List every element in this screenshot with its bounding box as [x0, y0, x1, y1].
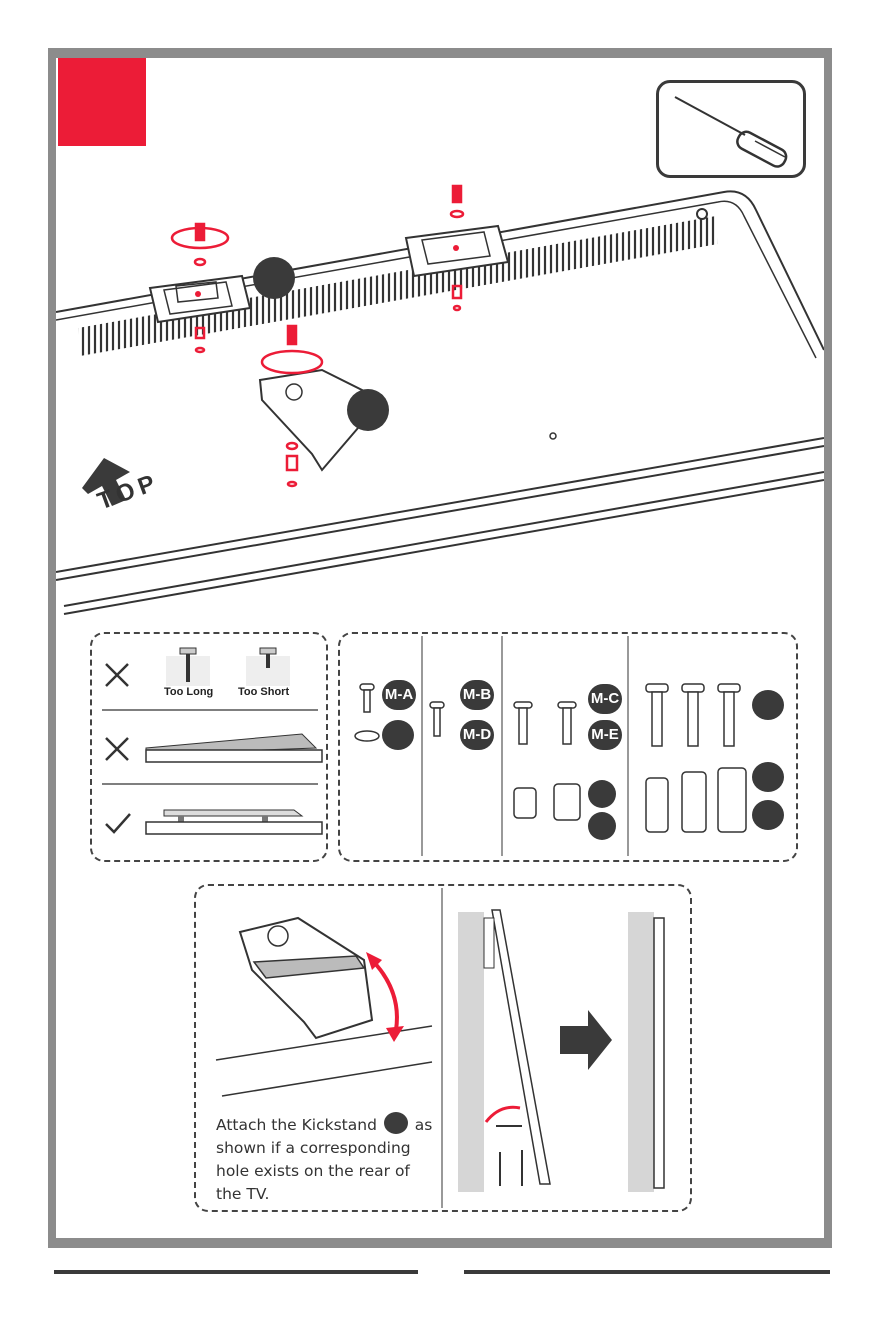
footer-rule-right: [464, 1270, 830, 1274]
arrow-right-icon: [560, 1010, 612, 1070]
badge-m-e: M-E: [588, 720, 622, 750]
badge-m-b: M-B: [460, 680, 494, 710]
part-circle: [588, 812, 616, 840]
kickstand-caption: Attach the Kickstand as shown if a corre…: [216, 1112, 438, 1206]
footer-rule-left: [54, 1270, 418, 1274]
part-circle: [752, 690, 784, 720]
badge-m-d: M-D: [460, 720, 494, 750]
badge-m-a: M-A: [382, 680, 416, 710]
tool-box: [656, 80, 806, 178]
screwdriver-icon: [659, 83, 803, 175]
badge-m-c: M-C: [588, 684, 622, 714]
part-circle: [588, 780, 616, 808]
part-circle: [752, 762, 784, 792]
step-marker: [58, 58, 146, 146]
part-circle: [752, 800, 784, 830]
too-long-label: Too Long: [164, 686, 213, 698]
hardware-panel: M-A M-B M-D M-C M-E: [338, 632, 798, 862]
part-circle: [382, 720, 414, 750]
too-short-label: Too Short: [238, 686, 289, 698]
screw-check-panel: Too Long Too Short: [90, 632, 328, 862]
part-circle: [384, 1112, 408, 1134]
tv-back-illustration: [56, 180, 824, 620]
